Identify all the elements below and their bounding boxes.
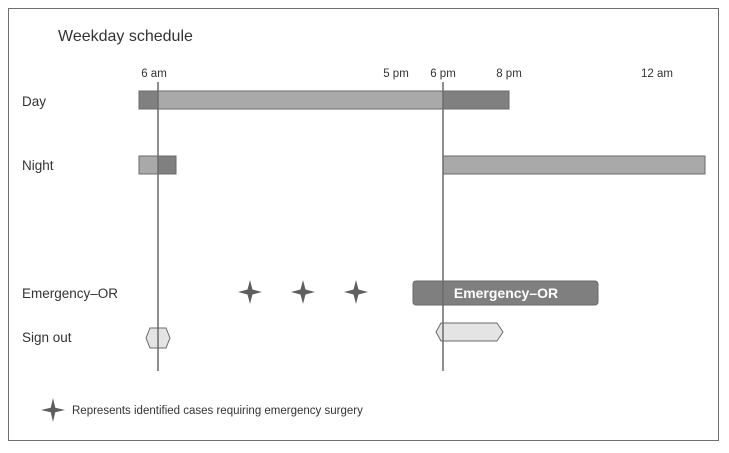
day-overlap-start	[138, 90, 159, 110]
emergency-or-bar-label: Emergency–OR	[454, 285, 558, 301]
diagram-title: Weekday schedule	[58, 28, 193, 45]
emergency-case-star-icon	[291, 280, 315, 304]
diagram-frame	[8, 8, 719, 441]
legend-star-icon	[41, 398, 65, 422]
tick-6pm: 6 pm	[430, 68, 456, 80]
night-shift-bar-evening	[442, 155, 706, 175]
emergency-case-star-icon	[344, 280, 368, 304]
emergency-case-star-icon	[238, 280, 262, 304]
tick-12am: 12 am	[641, 68, 673, 80]
legend-text: Represents identified cases requiring em…	[72, 405, 363, 417]
row-label-sign-out: Sign out	[22, 330, 72, 345]
sign-out-evening-marker	[435, 322, 504, 342]
emergency-or-bar	[412, 280, 599, 306]
day-overlap-end	[442, 90, 510, 110]
tick-6am: 6 am	[141, 68, 167, 80]
tick-8pm: 8 pm	[496, 68, 522, 80]
night-overlap-morning	[157, 155, 177, 175]
row-label-night: Night	[22, 158, 54, 173]
row-label-day: Day	[22, 94, 46, 109]
tick-5pm: 5 pm	[383, 68, 409, 80]
row-label-emergency-or: Emergency–OR	[22, 286, 118, 301]
